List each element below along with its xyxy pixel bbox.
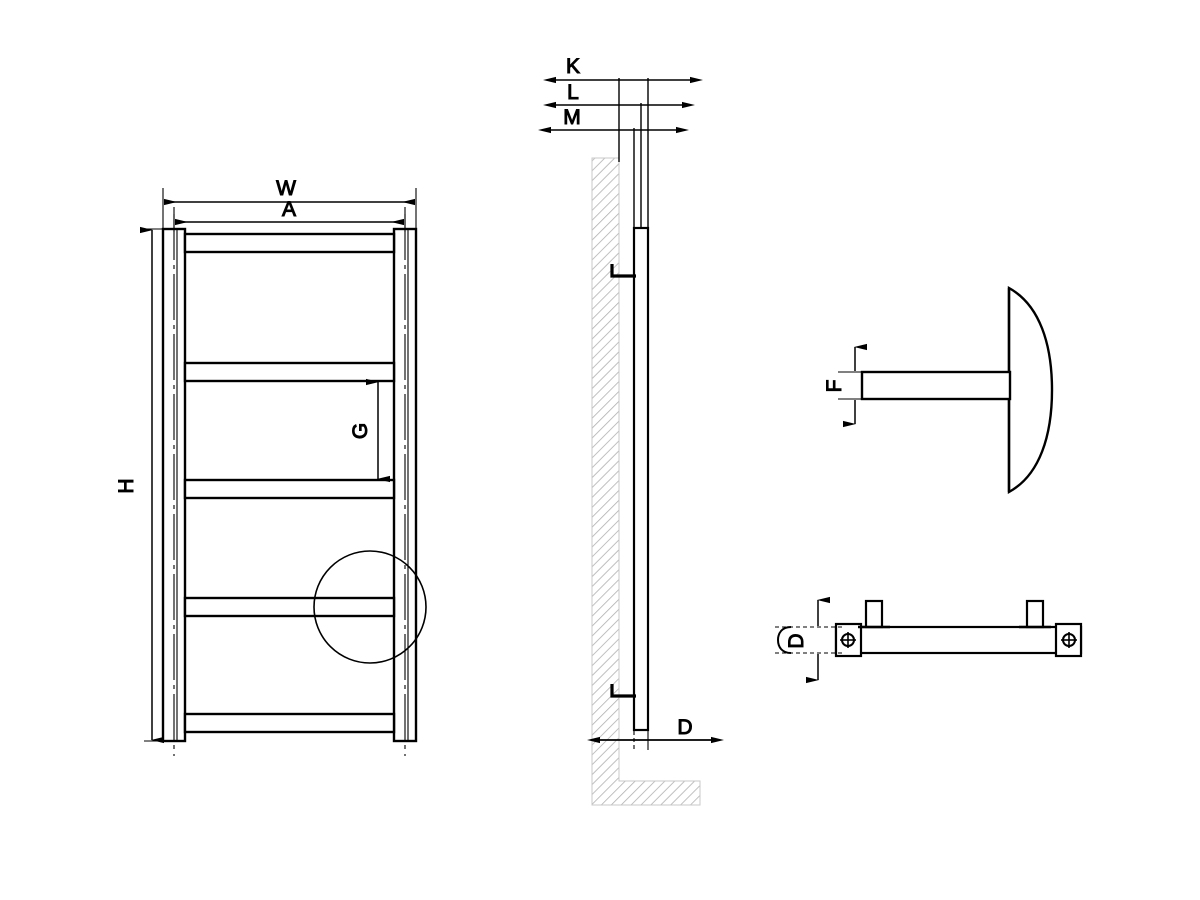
dimension-label-D-detail: D [785,633,808,648]
dimension-label-F: F [823,380,846,393]
side-bracket-lower [610,684,636,698]
front-rung-2 [183,361,396,383]
detail-d-right-stud [1019,599,1051,629]
dimension-label-M: M [563,106,581,129]
dimension-label-K: K [566,55,580,78]
side-radiator-profile [632,226,650,732]
dimension-F: F [823,343,868,428]
front-rung-1 [183,232,396,254]
detail-d-left-block [834,622,863,658]
dimension-H: H [115,226,182,744]
detail-d-right-block [1054,622,1083,658]
side-extension-lines [618,78,649,228]
detail-callout-circle [313,550,427,664]
dimension-W: W [162,177,417,232]
dimension-M: M [538,106,689,134]
dimension-K: K [543,55,703,84]
side-bracket-upper [610,264,636,278]
front-rung-3 [183,478,396,500]
dimension-A: A [173,198,406,232]
dimension-label-L: L [567,81,579,104]
dimension-label-A: A [282,198,296,221]
detail-d-left-stud [858,599,890,629]
detail-d-bar [834,625,1083,655]
detail-f-stem [860,370,1012,401]
dimension-label-G: G [349,423,372,439]
front-rung-5 [183,712,396,734]
detail-f-view: F [823,285,1054,495]
dimension-label-D-side: D [677,716,692,739]
side-view: K L M D [538,55,724,806]
front-rung-4 [183,596,396,618]
detail-d-view: D [775,596,1083,684]
detail-f-curved-plate [1007,285,1054,495]
dimension-D-detail: D [775,596,845,684]
dimension-G: G [349,378,390,483]
dimension-L: L [543,81,695,109]
dimension-label-H: H [115,478,138,493]
dimension-label-W: W [276,177,296,200]
dimension-D-side: D [587,716,724,750]
front-view: W A H G [115,177,427,756]
